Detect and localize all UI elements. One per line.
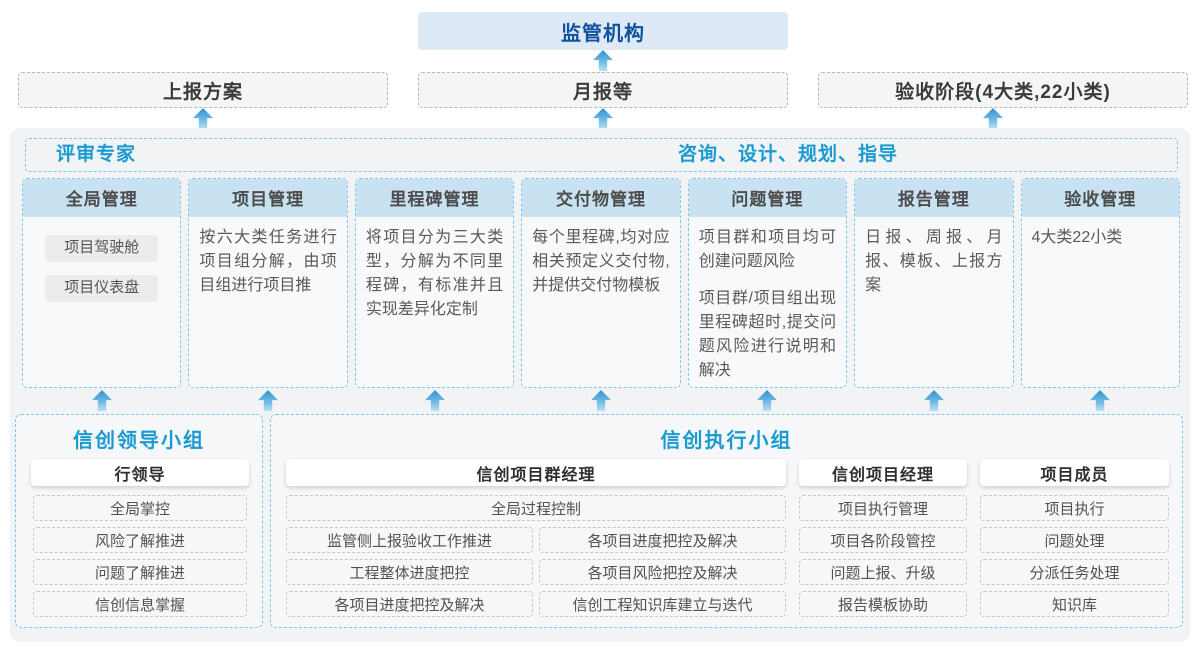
pm-group-duty-item: 工程整体进度把控: [286, 559, 533, 585]
column-global-mgmt: 全局管理 项目驾驶舱 项目仪表盘: [22, 178, 182, 388]
leader-group: 信创领导小组 行领导 全局掌控 风险了解推进 问题了解推进 信创信息掌握: [15, 414, 263, 628]
member-duty-item: 问题处理: [980, 527, 1169, 553]
role-program-manager: 信创项目群经理: [286, 459, 786, 486]
tag-project-cockpit: 项目驾驶舱: [45, 235, 159, 262]
arrow-up-icon: [593, 108, 613, 129]
column-title: 里程碑管理: [355, 179, 514, 217]
column-text: 4大类22小类: [1031, 229, 1123, 246]
column-milestone-mgmt: 里程碑管理 将项目分为三大类型，分解为不同里程碑，有标准并且实现差异化定制: [354, 178, 515, 388]
leader-group-title: 信创领导小组: [73, 430, 205, 452]
role-project-manager: 信创项目经理: [799, 459, 967, 486]
leader-duty-item: 全局掌控: [33, 495, 247, 521]
column-title: 验收管理: [1021, 179, 1179, 217]
report-box-plan: 上报方案: [18, 72, 388, 108]
column-title: 全局管理: [23, 179, 181, 217]
arrow-up-icon: [593, 50, 613, 71]
column-text: 项目群/项目组出现里程碑超时,提交问题风险进行说明和解决: [698, 290, 837, 379]
column-deliverable-mgmt: 交付物管理 每个里程碑,均对应相关预定义交付物,并提供交付物模板: [521, 178, 681, 388]
column-title: 项目管理: [189, 179, 347, 217]
consulting-label: 咨询、设计、规划、指导: [678, 144, 899, 165]
pm-group-duty-item: 监管侧上报验收工作推进: [286, 527, 533, 553]
column-title: 问题管理: [688, 179, 847, 217]
column-report-mgmt: 报告管理 日报、周报、月报、模板、上报方案: [854, 178, 1014, 388]
column-text: 按六大类任务进行项目组分解，由项目组进行项目推: [199, 229, 337, 294]
pm-duty-item: 问题上报、升级: [799, 559, 967, 585]
column-text: 日报、周报、月报、模板、上报方案: [865, 229, 1003, 294]
column-body: 项目群和项目均可创建问题风险 项目群/项目组出现里程碑超时,提交问题风险进行说明…: [689, 217, 846, 387]
regulator-box: 监管机构: [418, 12, 788, 50]
role-project-member: 项目成员: [980, 459, 1169, 486]
column-text: 将项目分为三大类型，分解为不同里程碑，有标准并且实现差异化定制: [365, 229, 504, 318]
pm-group-duty-item: 各项目进度把控及解决: [539, 527, 786, 553]
tag-project-dashboard: 项目仪表盘: [45, 275, 159, 302]
report-box-acceptance: 验收阶段(4大类,22小类): [818, 72, 1188, 108]
member-duty-item: 分派任务处理: [980, 559, 1169, 585]
column-issue-mgmt: 问题管理 项目群和项目均可创建问题风险 项目群/项目组出现里程碑超时,提交问题风…: [687, 178, 848, 388]
column-text: 每个里程碑,均对应相关预定义交付物,并提供交付物模板: [532, 229, 670, 294]
leader-duty-item: 风险了解推进: [33, 527, 247, 553]
column-body: 日报、周报、月报、模板、上报方案: [855, 217, 1012, 320]
role-bank-leader: 行领导: [31, 459, 249, 486]
leader-duty-item: 问题了解推进: [33, 559, 247, 585]
pm-duty-item: 项目各阶段管控: [799, 527, 967, 553]
column-text: 项目群和项目均可创建问题风险: [698, 229, 837, 270]
pm-duty-item: 报告模板协助: [799, 591, 967, 617]
column-title: 报告管理: [855, 179, 1013, 217]
experts-label: 评审专家: [56, 144, 137, 165]
column-project-mgmt: 项目管理 按六大类任务进行项目组分解，由项目组进行项目推: [188, 178, 348, 388]
column-body: 按六大类任务进行项目组分解，由项目组进行项目推: [189, 217, 346, 320]
management-columns: 全局管理 项目驾驶舱 项目仪表盘 项目管理 按六大类任务进行项目组分解，由项目组…: [22, 178, 1180, 388]
report-box-monthly: 月报等: [418, 72, 788, 108]
execution-group: 信创执行小组 信创项目群经理 全局过程控制 监管侧上报验收工作推进 工程整体进度…: [270, 414, 1183, 628]
column-body: 4大类22小类: [1022, 217, 1179, 272]
member-duty-item: 项目执行: [980, 495, 1169, 521]
pm-group-duty-item: 各项目风险把控及解决: [539, 559, 786, 585]
column-body: 将项目分为三大类型，分解为不同里程碑，有标准并且实现差异化定制: [356, 217, 513, 344]
pm-group-duty-item: 信创工程知识库建立与迭代: [539, 591, 786, 617]
pm-group-duty-item: 全局过程控制: [286, 495, 786, 521]
column-body: 项目驾驶舱 项目仪表盘: [23, 217, 180, 324]
arrow-up-icon: [193, 108, 213, 129]
column-body: 每个里程碑,均对应相关预定义交付物,并提供交付物模板: [522, 217, 679, 320]
leader-duty-item: 信创信息掌握: [33, 591, 247, 617]
column-acceptance-mgmt: 验收管理 4大类22小类: [1020, 178, 1180, 388]
pm-duty-item: 项目执行管理: [799, 495, 967, 521]
column-title: 交付物管理: [522, 179, 680, 217]
experts-strip: 评审专家 咨询、设计、规划、指导: [25, 138, 1178, 172]
arrow-up-icon: [983, 108, 1003, 129]
execution-group-title: 信创执行小组: [660, 430, 793, 452]
member-duty-item: 知识库: [980, 591, 1169, 617]
pm-group-duty-item: 各项目进度把控及解决: [286, 591, 533, 617]
